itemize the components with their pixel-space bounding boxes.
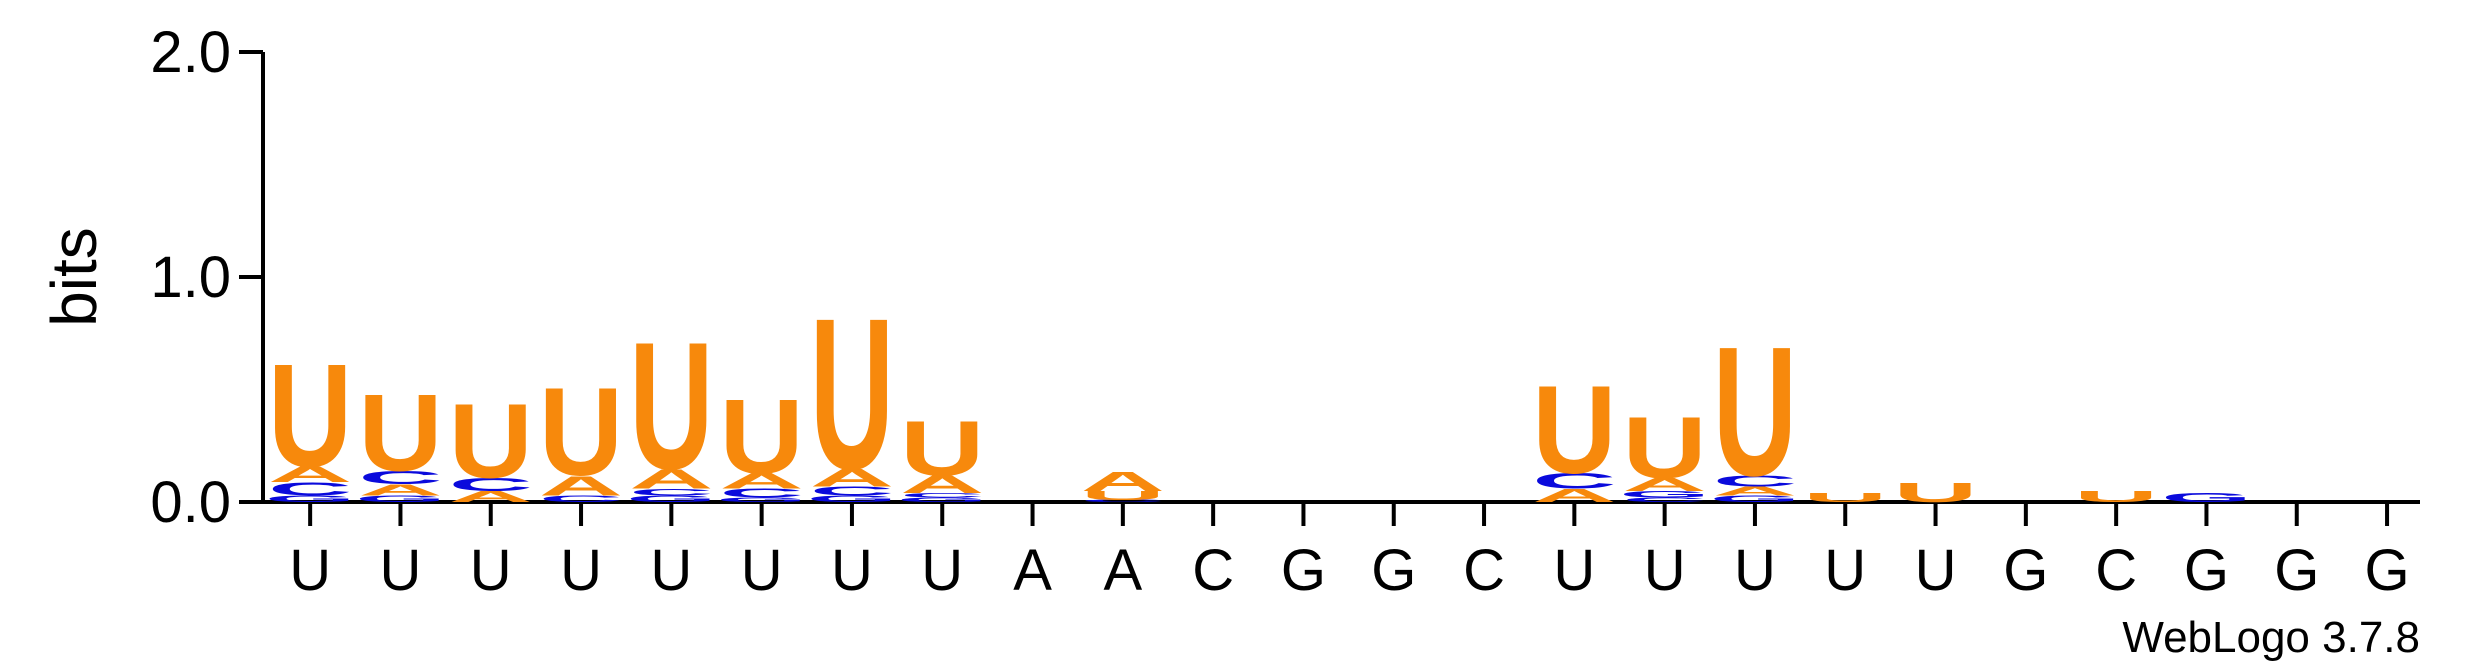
x-tick-label: U [380,538,422,603]
y-tick-label: 1.0 [150,245,231,310]
logo-letter-u: U [1713,308,1797,515]
x-tick-label: U [289,538,331,603]
x-tick-label: G [1371,538,1416,603]
logo-letter-g: G [2161,491,2252,505]
logo-letter-c: C [629,487,713,498]
x-tick-label: G [1281,538,1326,603]
logo-letter-a: A [900,470,984,498]
logo-letter-a: A [720,469,804,493]
logo-letter-u: U [1532,360,1616,500]
logo-letter-a: A [449,488,533,505]
logo-letter-c: C [1623,496,1707,503]
logo-letter-g: G [897,496,988,503]
logo-letter-a: A [629,463,713,494]
logo-letter-c: C [358,467,442,488]
logo-letter-g: G [626,494,717,505]
logo-letter-g: G [1619,489,1710,500]
logo-letter-a: A [539,470,623,501]
logo-letter-u: U [1803,491,1887,505]
logo-letter-c: C [900,492,984,499]
logo-letter-c: C [539,494,623,505]
logo-letter-a: A [810,464,894,492]
y-axis-label: bits [38,227,110,327]
weblogo-credit: WebLogo 3.7.8 [2122,613,2420,662]
x-tick-label: G [2364,538,2409,603]
logo-letter-g: G [716,496,807,503]
logo-letter-c: C [1532,469,1616,493]
logo-letter-g: G [807,494,898,505]
logo-letter-c: C [268,478,352,499]
logo-letter-u: U [449,381,533,500]
logo-letter-a: A [1081,465,1165,496]
logo-letter-c: C [810,484,894,498]
x-tick-label: C [1463,538,1505,603]
x-tick-label: U [1824,538,1866,603]
y-ticks: 0.0 1.0 2.0 [150,20,263,535]
x-tick-label: U [560,538,602,603]
x-tick-label: U [1553,538,1595,603]
logo-letter-g: G [265,494,356,505]
logo-letter-u: U [629,305,713,507]
logo-letter-c: C [449,474,533,495]
logo-letter-c: C [1713,472,1797,489]
x-tick-label: C [2095,538,2137,603]
x-tick-label: U [1915,538,1957,603]
logo-letter-g: G [355,494,446,505]
y-tick-label: 2.0 [150,20,231,85]
logo-letter-a: A [358,481,442,498]
logo-letter-a: A [268,462,352,486]
x-tick-label: U [470,538,512,603]
logo-letter-g: G [1710,494,1801,505]
logo-letter-u: U [1081,488,1165,502]
x-tick-label: G [2003,538,2048,603]
x-tick-label: G [2184,538,2229,603]
x-tick-label: U [741,538,783,603]
logo-letter-a: A [1713,484,1797,498]
logo-letter-u: U [1623,398,1707,496]
logo-letter-u: U [539,362,623,502]
x-tick-label: U [831,538,873,603]
logo-letter-u: U [1893,476,1977,507]
x-tick-label: U [1644,538,1686,603]
x-tick-label: C [1192,538,1234,603]
x-tick-label: A [1104,538,1143,603]
y-tick-label: 0.0 [150,470,231,535]
logo-letter-u: U [2074,488,2158,505]
x-tick-label: G [2274,538,2319,603]
logo-letter-u: U [268,334,352,498]
logo-letter-u: U [358,372,442,494]
logo-letter-c: C [1081,499,1165,502]
logo-letter-c: C [720,486,804,500]
x-tick-label: U [921,538,963,603]
x-tick-label: U [650,538,692,603]
logo-letter-u: U [720,377,804,496]
x-tick-label: U [1734,538,1776,603]
logo-letter-u: U [810,273,894,514]
logo-letter-a: A [1532,485,1616,506]
logo-letter-a: A [1623,474,1707,495]
x-tick-label: A [1013,538,1052,603]
logo-letter-u: U [900,405,984,492]
